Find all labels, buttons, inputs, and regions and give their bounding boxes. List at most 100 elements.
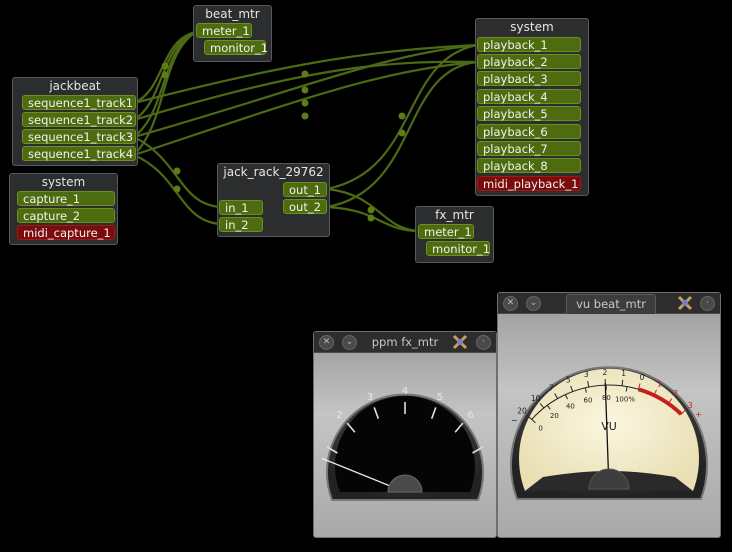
ppm-scale-label: 3: [367, 392, 373, 403]
vu-db-label: 3: [584, 370, 589, 379]
vu-plus-sign: +: [695, 410, 702, 419]
node-jackbeat[interactable]: jackbeat sequence1_track1 sequence1_trac…: [12, 77, 138, 166]
vu-db-label: 2: [673, 389, 678, 398]
window-pin-icon[interactable]: ·: [700, 296, 715, 311]
vu-db-label: 2: [603, 368, 608, 377]
ppm-dial: 1234567: [322, 386, 484, 501]
vu-percent-tick: [531, 419, 536, 424]
vu-tick: [554, 393, 559, 399]
wire: [326, 187, 419, 233]
window-title: ppm fx_mtr: [371, 335, 439, 349]
port-sequence1-track1[interactable]: sequence1_track1: [22, 95, 136, 110]
wire: [326, 60, 478, 209]
ppm-scale-ticks: 1234567: [326, 386, 484, 454]
port-capture-1[interactable]: capture_1: [17, 191, 115, 206]
vu-db-label: 10: [531, 394, 541, 403]
vu-tick: [680, 409, 686, 415]
ppm-scale-label: 2: [336, 410, 342, 421]
vu-tick: [539, 402, 545, 409]
port-meter-1[interactable]: meter_1: [196, 23, 252, 38]
vu-db-label: 20: [517, 407, 527, 416]
vu-percent-label: 20: [550, 412, 559, 420]
vu-db-label: 7: [549, 383, 554, 392]
port-monitor-1[interactable]: monitor_1: [426, 241, 490, 256]
port-playback-4[interactable]: playback_4: [477, 89, 581, 104]
ppm-meter-window[interactable]: ✕ ⌄ ppm fx_mtr · 1234567: [313, 331, 497, 538]
vu-percent-label: 100%: [615, 395, 635, 403]
wire: [133, 43, 478, 105]
vu-tick: [570, 385, 574, 392]
app-logo-icon: [677, 295, 693, 311]
port-sequence1-track2[interactable]: sequence1_track2: [22, 112, 136, 127]
app-logo-icon: [452, 334, 468, 350]
window-pin-icon[interactable]: ·: [476, 335, 491, 350]
vu-percent-label: 0: [538, 424, 542, 432]
dial-face: [519, 368, 699, 491]
dial-face: [335, 396, 475, 492]
port-capture-2[interactable]: capture_2: [17, 208, 115, 223]
node-system-playback[interactable]: system playback_1 playback_2 playback_3 …: [475, 18, 589, 196]
vu-db-label: 0: [640, 373, 645, 382]
needle-hub: [387, 474, 423, 493]
ppm-scale-label: 4: [402, 386, 408, 397]
port-sequence1-track4[interactable]: sequence1_track4: [22, 146, 136, 161]
port-out-1[interactable]: out_1: [283, 182, 327, 197]
port-playback-6[interactable]: playback_6: [477, 124, 581, 139]
node-title: jackbeat: [49, 79, 101, 93]
window-title: vu beat_mtr: [566, 294, 656, 314]
port-monitor-1[interactable]: monitor_1: [204, 40, 268, 55]
close-icon[interactable]: ✕: [503, 296, 518, 311]
port-meter-1[interactable]: meter_1: [418, 224, 474, 239]
wire: [133, 43, 478, 139]
ppm-tick: [430, 407, 437, 419]
node-jack-rack[interactable]: jack_rack_29762 out_1 out_2 in_1 in_2: [217, 163, 330, 237]
vu-percent-tick: [564, 394, 568, 400]
vu-unit-label: VU: [601, 420, 617, 433]
window-titlebar[interactable]: ✕ ⌄ ppm fx_mtr ·: [314, 332, 496, 353]
vu-tick: [653, 389, 657, 396]
wire: [133, 153, 222, 226]
menu-chevron-icon[interactable]: ⌄: [342, 335, 357, 350]
port-playback-7[interactable]: playback_7: [477, 141, 581, 156]
port-in-2[interactable]: in_2: [219, 217, 263, 232]
port-playback-2[interactable]: playback_2: [477, 54, 581, 69]
vu-tick: [667, 398, 673, 404]
port-playback-3[interactable]: playback_3: [477, 71, 581, 86]
ppm-scale-label: 6: [467, 410, 473, 421]
node-fx-mtr[interactable]: fx_mtr meter_1 monitor_1: [415, 206, 494, 263]
node-beat-mtr[interactable]: beat_mtr meter_1 monitor_1: [193, 5, 272, 62]
port-sequence1-track3[interactable]: sequence1_track3: [22, 129, 136, 144]
vu-percent-tick: [625, 386, 628, 392]
ppm-tick: [346, 422, 356, 433]
vu-db-label: 3: [688, 401, 693, 410]
ppm-tick: [472, 446, 484, 454]
port-midi-playback-1[interactable]: midi_playback_1: [477, 176, 581, 191]
port-playback-8[interactable]: playback_8: [477, 158, 581, 173]
vu-tick: [621, 379, 624, 386]
port-playback-1[interactable]: playback_1: [477, 37, 581, 52]
close-icon[interactable]: ✕: [319, 335, 334, 350]
port-in-1[interactable]: in_1: [219, 200, 263, 215]
vu-tick: [637, 383, 641, 390]
wire: [326, 205, 419, 233]
vu-percent-label: 60: [584, 396, 593, 404]
port-playback-5[interactable]: playback_5: [477, 106, 581, 121]
port-midi-capture-1[interactable]: midi_capture_1: [17, 225, 115, 240]
node-title: system: [41, 175, 86, 189]
node-system-capture[interactable]: system capture_1 capture_2 midi_capture_…: [9, 173, 118, 245]
port-out-2[interactable]: out_2: [283, 199, 327, 214]
vu-tick: [526, 415, 533, 420]
vu-db-label: 1: [621, 369, 626, 378]
wire: [326, 43, 478, 191]
wire: [133, 136, 222, 209]
window-titlebar[interactable]: ✕ ⌄ vu beat_mtr ·: [498, 293, 720, 314]
node-title: jack_rack_29762: [223, 165, 324, 179]
ppm-tick: [326, 446, 338, 454]
vu-percent-label: 40: [566, 402, 575, 410]
vu-percent-tick: [546, 404, 551, 410]
menu-chevron-icon[interactable]: ⌄: [526, 296, 541, 311]
